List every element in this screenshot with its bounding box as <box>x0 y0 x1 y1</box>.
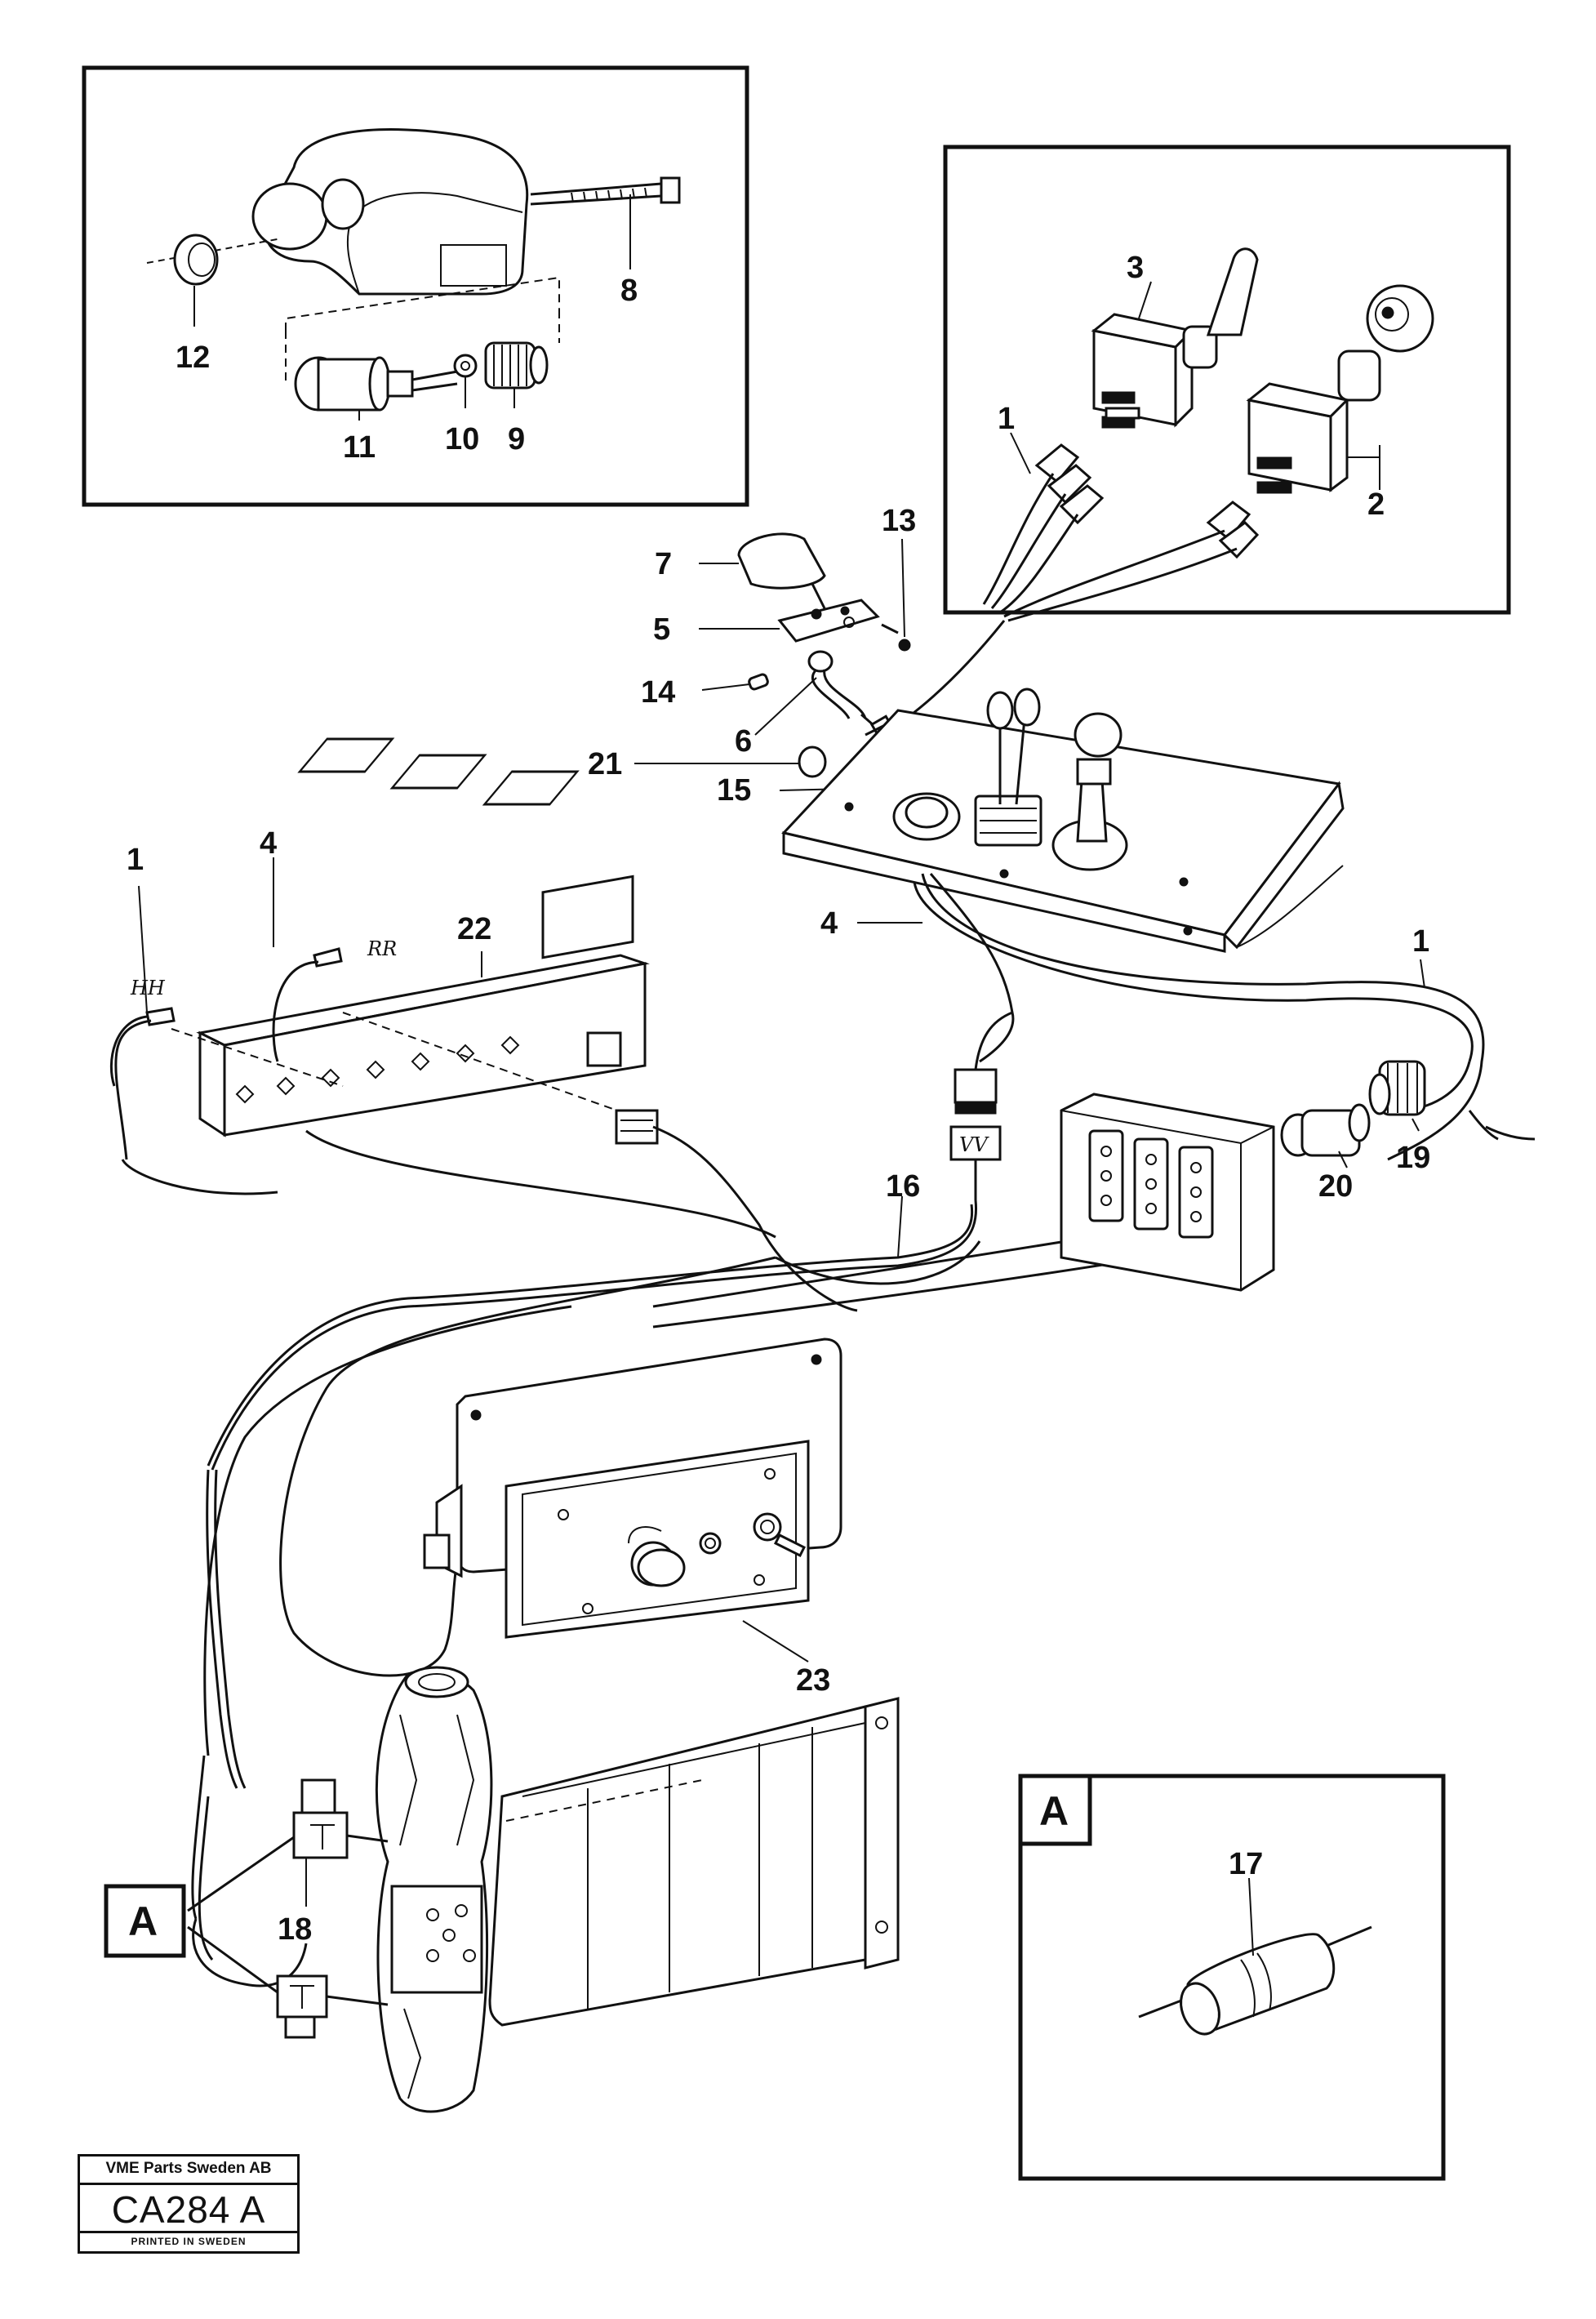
detail-letter-a: A <box>1039 1788 1069 1834</box>
callout-3: 3 <box>1127 251 1144 285</box>
lever-knob-part-7 <box>737 532 826 590</box>
callout-6: 6 <box>735 724 752 759</box>
printed-notice: PRINTED IN SWEDEN <box>80 2231 297 2251</box>
socket-part-20 <box>1280 1103 1371 1157</box>
rr-connector: RR <box>313 937 397 968</box>
wire-mark-rr: RR <box>367 937 397 960</box>
washer-part-10 <box>453 354 478 378</box>
callout-1-right: 1 <box>1412 924 1429 959</box>
company-name: VME Parts Sweden AB <box>80 2157 297 2185</box>
plate-part-5 <box>777 599 880 643</box>
switch-part-11 <box>294 356 458 412</box>
control-box-part-23: 23 <box>423 1338 842 1698</box>
hh-connector: HH <box>130 977 176 1026</box>
lever-assembly: 7 5 14 6 21 15 13 <box>588 504 1006 808</box>
wire-mark-vv: VV <box>959 1133 989 1156</box>
callout-8: 8 <box>620 274 638 308</box>
harness-wires <box>109 873 1536 1987</box>
wire-mark-hh: HH <box>130 977 166 999</box>
capacitor-part-17 <box>1138 1925 1372 2036</box>
terminal-block <box>1060 1093 1275 1292</box>
callout-9: 9 <box>508 422 525 456</box>
callout-1-left: 1 <box>127 843 144 877</box>
callout-4-left: 4 <box>260 826 277 861</box>
callout-12: 12 <box>176 341 210 375</box>
inset-switch-housing: 8 12 11 10 9 <box>82 65 749 507</box>
callout-16: 16 <box>886 1169 920 1204</box>
vv-connector: VV <box>949 1011 1013 1200</box>
inset-switches: 1 3 2 <box>943 145 1511 622</box>
relay-panel-part-22: 22 <box>171 875 659 1145</box>
title-block: VME Parts Sweden AB CA284 A PRINTED IN S… <box>78 2154 300 2254</box>
callout-11: 11 <box>343 430 376 465</box>
view-ref-letter-a: A <box>128 1898 158 1944</box>
callout-17: 17 <box>1229 1847 1263 1881</box>
grommet-part-12 <box>146 234 282 286</box>
valve-assembly: 18 A <box>104 1666 900 2113</box>
callout-14: 14 <box>641 675 675 710</box>
push-button-part-2 <box>1246 284 1434 494</box>
callout-21: 21 <box>588 747 622 781</box>
plug-part-19 <box>1368 1060 1426 1116</box>
drawing-code: CA284 A <box>111 2188 266 2231</box>
callout-22: 22 <box>457 912 491 946</box>
callout-1-top: 1 <box>998 402 1015 436</box>
callout-7: 7 <box>655 547 672 581</box>
switch-housing-cover <box>263 128 529 296</box>
callout-20: 20 <box>1318 1169 1353 1204</box>
callout-15: 15 <box>717 773 751 808</box>
detail-a-inset: A 17 <box>1018 1774 1446 2181</box>
control-console <box>297 688 1345 953</box>
wire-harness-part-1 <box>982 443 1260 622</box>
knob-part-9 <box>484 341 549 389</box>
callout-10: 10 <box>445 422 479 456</box>
bolt-part-8 <box>530 176 681 206</box>
callout-5: 5 <box>653 612 670 647</box>
callout-19: 19 <box>1396 1141 1430 1175</box>
callout-4-mid: 4 <box>820 906 838 941</box>
toggle-switch-part-3 <box>1091 247 1259 429</box>
callout-23: 23 <box>796 1663 830 1698</box>
callout-18: 18 <box>278 1912 312 1947</box>
callout-13: 13 <box>882 504 916 538</box>
nut-part-21 <box>798 746 827 778</box>
callout-2: 2 <box>1367 487 1385 522</box>
